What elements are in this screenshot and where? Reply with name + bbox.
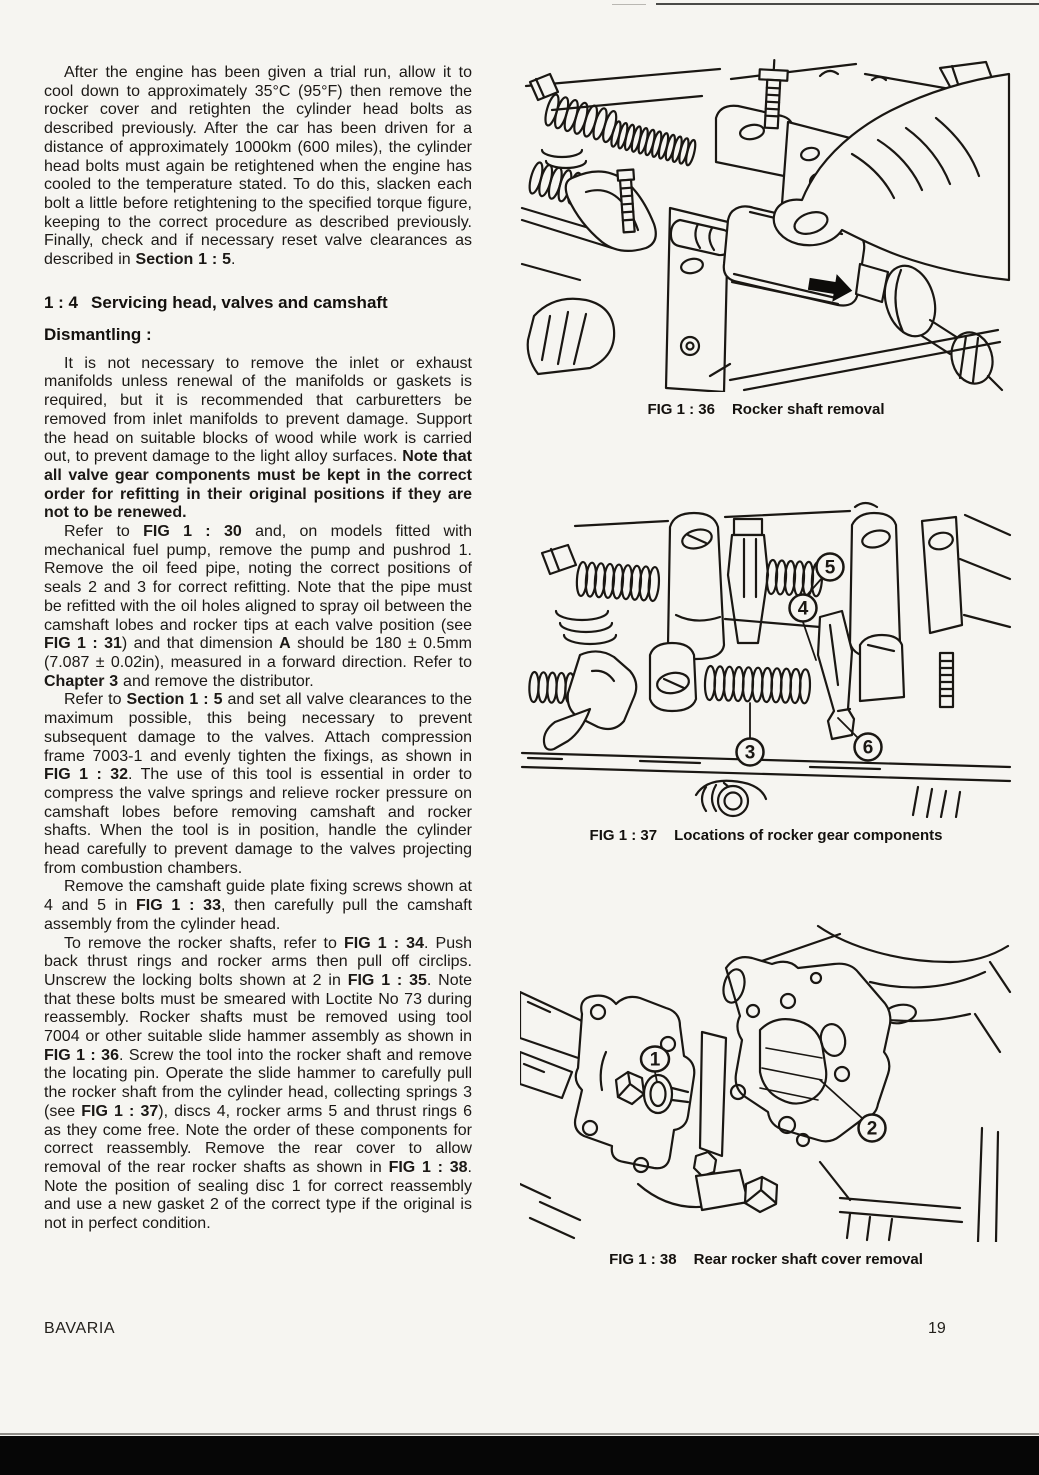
pedestal <box>858 633 906 703</box>
figure-caption-title: Locations of rocker gear components <box>674 827 943 844</box>
shaft-pedestal <box>648 641 698 713</box>
figure-1-36-illustration <box>520 58 1011 392</box>
rocker-arm <box>564 170 657 253</box>
small-bolt <box>692 1150 718 1178</box>
svg-text:6: 6 <box>863 738 874 759</box>
clevis-link <box>732 517 764 537</box>
top-edge-rule <box>656 3 1039 5</box>
stud <box>616 168 636 234</box>
callout-1: 1 <box>639 1045 671 1073</box>
figure-1-38: 1 2 FIG 1 : 38 Rear rocker shaft cover re… <box>520 922 1012 1268</box>
scan-edge-line <box>0 1433 1039 1435</box>
figure-caption-label: FIG 1 : 38 <box>609 1251 677 1268</box>
scan-bottom-band <box>0 1436 1039 1475</box>
section-title: Servicing head, valves and camshaft <box>91 292 388 312</box>
shaft-pedestal <box>666 511 726 661</box>
valve-spring <box>541 92 620 145</box>
rocker-spring <box>574 560 662 603</box>
cylinder-head-stud <box>758 58 789 130</box>
body-paragraph-3: Refer to FIG 1 : 30 and, on models fitte… <box>44 523 472 690</box>
figure-caption: FIG 1 : 37 Locations of rocker gear compo… <box>520 827 1012 844</box>
footer-brand: BAVARIA <box>44 1320 116 1337</box>
body-paragraph-4: Refer to Section 1 : 5 and set all valve… <box>44 691 472 877</box>
figure-1-37: 5 4 3 6 FIG 1 : 37 Locations of rocker ge… <box>520 495 1012 844</box>
hand <box>772 72 1011 282</box>
section-number: 1 : 4 <box>44 292 79 312</box>
callout-leaders <box>749 577 859 739</box>
hex-bolt <box>743 1175 779 1214</box>
callout-leaders <box>654 1071 863 1119</box>
figure-caption-label: FIG 1 : 37 <box>589 827 658 844</box>
callout-6: 6 <box>853 732 883 762</box>
svg-text:5: 5 <box>825 558 836 579</box>
svg-text:3: 3 <box>745 743 756 764</box>
engine-edge-lines <box>524 62 992 112</box>
figure-caption-label: FIG 1 : 36 <box>647 401 715 418</box>
callout-2: 2 <box>857 1113 887 1143</box>
svg-text:1: 1 <box>650 1050 661 1071</box>
gasket-opening <box>758 1018 828 1105</box>
body-paragraph-6: To remove the rocker shafts, refer to FI… <box>44 934 472 1233</box>
callout-3: 3 <box>735 737 765 767</box>
rocker-shaft-threads <box>608 119 699 168</box>
body-paragraph-1: After the engine has been given a trial … <box>44 64 472 269</box>
svg-text:4: 4 <box>798 599 809 620</box>
threaded-stud <box>938 651 955 709</box>
scan-speck <box>612 4 646 5</box>
cover-bolt-and-disc <box>614 1070 690 1115</box>
rocker-pedestal <box>714 104 794 178</box>
callout-5: 5 <box>815 552 845 582</box>
body-paragraph-5: Remove the camshaft guide plate fixing s… <box>44 878 473 933</box>
rocker-arm <box>566 650 638 731</box>
section-heading: 1 : 4 Servicing head, valves and camshaft <box>44 293 472 313</box>
body-paragraph-2: It is not necessary to remove the inlet … <box>44 354 472 522</box>
direction-arrow-icon <box>807 274 853 302</box>
page-number: 19 <box>928 1320 946 1337</box>
rocker-spring <box>703 664 812 705</box>
figure-1-38-illustration: 1 2 <box>520 924 1012 1242</box>
figure-caption-title: Rocker shaft removal <box>731 401 885 418</box>
text-column: After the engine has been given a trial … <box>44 64 472 1234</box>
head-edge <box>520 751 1012 783</box>
figure-1-37-illustration: 5 4 3 6 <box>520 501 1012 818</box>
svg-text:2: 2 <box>867 1119 878 1140</box>
rocker-spring <box>765 558 824 598</box>
section-subheading: Dismantling : <box>44 324 152 344</box>
figure-caption: FIG 1 : 36 Rocker shaft removal <box>520 401 1012 418</box>
figure-caption: FIG 1 : 38 Rear rocker shaft cover remova… <box>520 1251 1012 1268</box>
casting-boss <box>526 297 616 376</box>
figure-1-36: FIG 1 : 36 Rocker shaft removal <box>520 58 1012 418</box>
callout-4: 4 <box>788 593 818 623</box>
bolt <box>528 72 560 102</box>
bolt <box>540 543 578 576</box>
figure-caption-title: Rear rocker shaft cover removal <box>693 1251 923 1268</box>
